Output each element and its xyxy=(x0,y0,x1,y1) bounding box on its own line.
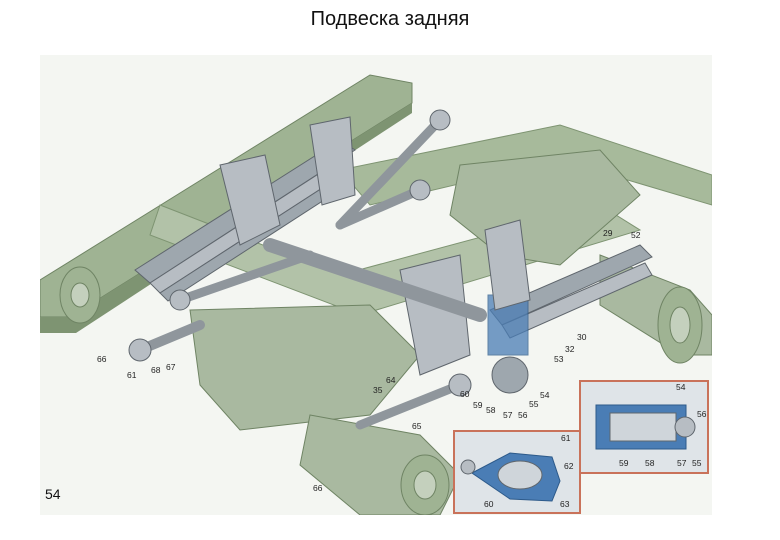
rear-suspension-illustration: 29 52 30 32 53 54 55 56 57 58 59 60 64 3… xyxy=(40,55,712,515)
callout-32: 32 xyxy=(565,344,575,354)
inset-callout-60: 60 xyxy=(484,499,494,509)
callout-66-bottom: 66 xyxy=(313,483,323,493)
callout-64: 64 xyxy=(386,375,396,385)
callout-53: 53 xyxy=(554,354,564,364)
inset-left-labels: 61 62 60 63 xyxy=(484,433,574,509)
inset-callout-56: 56 xyxy=(697,409,707,419)
page-title: Подвеска задняя xyxy=(310,8,470,30)
callout-66-left: 66 xyxy=(97,354,107,364)
inset-callout-58: 58 xyxy=(645,458,655,468)
inset-callout-55: 55 xyxy=(692,458,702,468)
callout-68: 68 xyxy=(151,365,161,375)
leaf-spring-right xyxy=(487,244,653,356)
inset-callout-57: 57 xyxy=(677,458,687,468)
inset-left xyxy=(453,430,581,514)
callout-labels: 29 52 30 32 53 54 55 56 57 58 59 60 64 3… xyxy=(97,228,641,493)
inset-callout-63: 63 xyxy=(560,499,570,509)
spring-brackets xyxy=(219,116,531,376)
callout-55: 55 xyxy=(529,399,539,409)
page-number: 54 xyxy=(45,486,61,502)
middle-axle xyxy=(59,266,461,515)
inset-callout-61: 61 xyxy=(561,433,571,443)
callout-60: 60 xyxy=(460,389,470,399)
callout-35: 35 xyxy=(373,385,383,395)
callout-54: 54 xyxy=(540,390,550,400)
inset-callout-54: 54 xyxy=(676,382,686,392)
callout-52: 52 xyxy=(631,230,641,240)
callout-56: 56 xyxy=(518,410,528,420)
callout-57: 57 xyxy=(503,410,513,420)
inset-right xyxy=(579,380,709,474)
torque-rods xyxy=(128,109,529,430)
callout-30: 30 xyxy=(577,332,587,342)
callout-61: 61 xyxy=(127,370,137,380)
inset-right-labels: 54 56 59 58 57 55 xyxy=(619,382,707,468)
callout-29: 29 xyxy=(603,228,613,238)
callout-67: 67 xyxy=(166,362,176,372)
callout-59: 59 xyxy=(473,400,483,410)
callout-65: 65 xyxy=(412,421,422,431)
inset-callout-62: 62 xyxy=(564,461,574,471)
inset-callout-59: 59 xyxy=(619,458,629,468)
callout-58: 58 xyxy=(486,405,496,415)
